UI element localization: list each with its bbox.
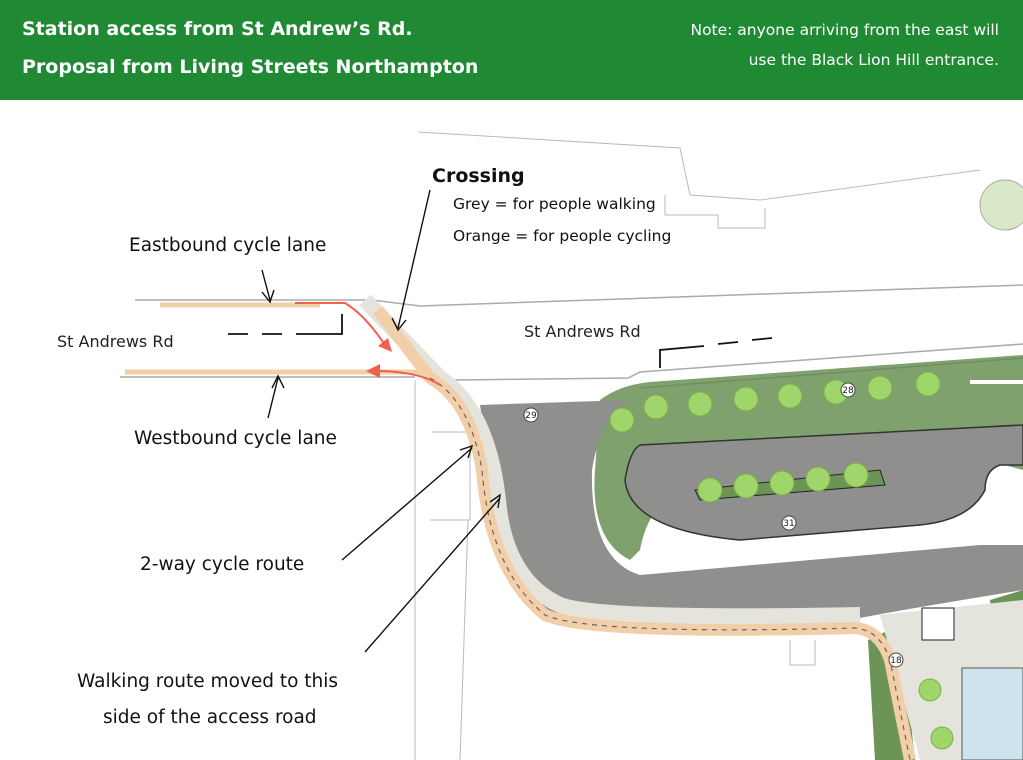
walking-label-1: Walking route moved to this [77,671,339,692]
walking-route [359,294,861,625]
note-line-2: use the Black Lion Hill entrance. [748,51,999,69]
road-marking-bar [970,380,1023,384]
arrowhead-icon [366,364,380,378]
access-road [480,400,1023,625]
marker-29: 29 [525,411,537,421]
westbound-label: Westbound cycle lane [134,428,337,449]
title-banner: Station access from St Andrew’s Rd. Prop… [0,0,1023,100]
callout-arrows [261,189,501,653]
marker-31: 31 [783,519,794,529]
road-markings [228,314,773,368]
title-line-2: Proposal from Living Streets Northampton [22,56,479,78]
marker-28: 28 [842,386,854,396]
marker-pins [523,382,904,668]
eastbound-label: Eastbound cycle lane [129,235,327,256]
note-line-1: Note: anyone arriving from the east will [690,21,999,39]
crossing-heading: Crossing [432,165,525,187]
cycle-route-centerline [429,377,911,760]
crossing-legend-grey: Grey = for people walking [453,195,656,213]
tree-canopy [979,179,1023,231]
title-line-1: Station access from St Andrew’s Rd. [22,18,413,40]
crossing-legend-orange: Orange = for people cycling [453,227,672,245]
road-label-right: St Andrews Rd [524,322,641,341]
building-outlines [414,131,981,760]
eastbound-arrow [295,302,386,346]
westbound-arrow [379,370,441,386]
arrowhead-icon [378,338,392,352]
station-building [961,667,1023,760]
two-way-label: 2-way cycle route [140,554,305,575]
walking-label-2: side of the access road [103,707,317,728]
trees [609,371,954,750]
kiosk [921,607,955,641]
road-label-left: St Andrews Rd [57,332,174,351]
marker-18: 18 [890,656,902,666]
